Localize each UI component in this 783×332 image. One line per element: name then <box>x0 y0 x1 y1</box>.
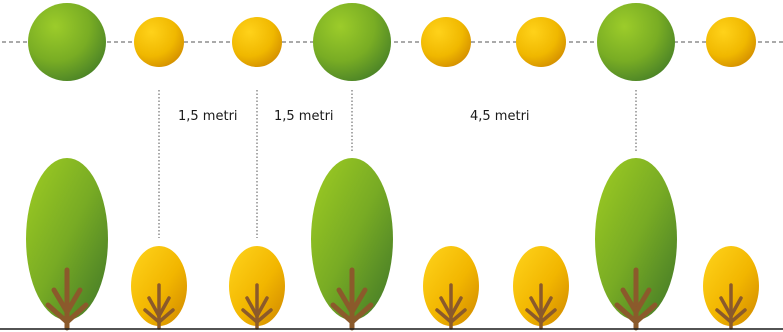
plan-tree-small <box>421 17 471 67</box>
spacing-label-1: 1,5 metri <box>178 109 238 124</box>
elevation-tree-small <box>703 246 759 330</box>
elevation-tree-small <box>423 246 479 330</box>
elevation-tree-small <box>131 246 187 330</box>
elevation-tree-large <box>26 158 108 331</box>
guide-lines <box>158 90 637 238</box>
plan-tree-small <box>134 17 184 67</box>
elevation-tree-small <box>513 246 569 330</box>
plan-tree-large <box>28 3 106 81</box>
plan-tree-small <box>706 17 756 67</box>
elevation-tree-large <box>595 158 677 331</box>
elevation-tree-large <box>311 158 393 331</box>
plan-tree-large <box>313 3 391 81</box>
spacing-label-2: 1,5 metri <box>274 109 334 124</box>
plan-tree-small <box>232 17 282 67</box>
plan-tree-large <box>597 3 675 81</box>
spacing-label-3: 4,5 metri <box>470 109 530 124</box>
plan-tree-small <box>516 17 566 67</box>
plan-view <box>28 3 756 81</box>
elevation-tree-small <box>229 246 285 330</box>
